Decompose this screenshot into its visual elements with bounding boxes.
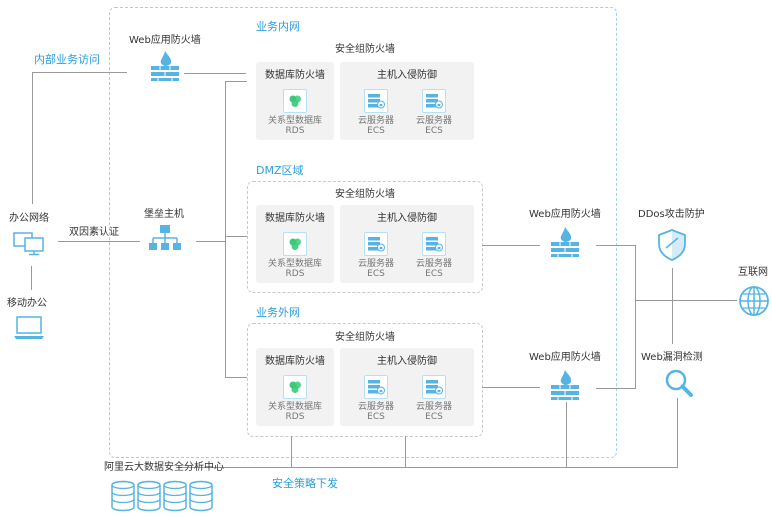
office-network-label: 办公网络	[9, 213, 49, 224]
bastion-host-label: 堡垒主机	[144, 209, 184, 220]
ecs-label-extranet-2: 云服务器	[415, 402, 452, 412]
connector-waf-sg	[184, 73, 246, 74]
waf-extranet-label: Web应用防火墙	[529, 352, 601, 363]
connector-drop-1	[291, 436, 292, 467]
connector-right-vertical	[635, 245, 636, 389]
hids-label-dmz: 主机入侵防御	[377, 213, 437, 224]
ecs-abbr-dmz-1: ECS	[367, 269, 385, 279]
db-fw-label-dmz: 数据库防火墙	[265, 213, 325, 224]
mobile-office-label: 移动办公	[7, 298, 47, 309]
rds-label-extranet: 关系型数据库	[267, 402, 322, 412]
hids-panel-dmz	[340, 205, 474, 283]
internal-access-label: 内部业务访问	[34, 53, 100, 66]
rds-label-intranet: 关系型数据库	[267, 116, 322, 126]
magnifier-icon	[664, 368, 694, 398]
ecs-icon-dmz-2	[422, 232, 446, 256]
bastion-host-icon	[148, 224, 182, 254]
db-fw-label-intranet: 数据库防火墙	[265, 70, 325, 81]
connector-office-bastion	[58, 241, 140, 242]
hids-panel-intranet	[340, 62, 474, 140]
laptop-icon	[13, 315, 45, 341]
ecs-icon-intranet-2	[422, 89, 446, 113]
connector-drop-3	[566, 402, 567, 467]
connector-ext-waf	[482, 387, 540, 388]
rds-abbr-dmz: RDS	[285, 269, 305, 279]
zone-title-extranet: 业务外网	[256, 306, 300, 319]
waf-dmz-label: Web应用防火墙	[529, 209, 601, 220]
ecs-abbr-extranet-1: ECS	[367, 412, 385, 422]
connector-vuln-bottom	[677, 398, 678, 468]
connector-bus-extranet	[225, 377, 247, 378]
sg-intranet-label: 安全组防火墙	[335, 44, 395, 55]
zone-title-intranet: 业务内网	[256, 20, 300, 33]
hids-panel-extranet	[340, 348, 474, 426]
ddos-label: DDos攻击防护	[638, 209, 705, 220]
ecs-label-dmz-2: 云服务器	[415, 259, 452, 269]
firewall-icon-dmz	[550, 226, 580, 258]
ecs-label-extranet-1: 云服务器	[357, 402, 394, 412]
connector-bastion-bus	[196, 241, 226, 242]
firewall-icon-extranet	[550, 369, 580, 401]
ecs-label-intranet-1: 云服务器	[357, 116, 394, 126]
extranet-zone	[247, 323, 483, 437]
waf-intranet-label: Web应用防火墙	[129, 35, 201, 46]
rds-icon-dmz	[283, 232, 307, 256]
rds-abbr-extranet: RDS	[285, 412, 305, 422]
cloud-zone	[109, 7, 617, 458]
shield-icon	[656, 228, 688, 262]
office-network-icon	[13, 230, 45, 256]
hids-label-intranet: 主机入侵防御	[377, 70, 437, 81]
ecs-abbr-extranet-2: ECS	[425, 412, 443, 422]
rds-icon-intranet	[283, 89, 307, 113]
sg-extranet-label: 安全组防火墙	[335, 332, 395, 343]
firewall-icon-intranet	[150, 50, 180, 82]
connector-waf-vuln	[596, 388, 636, 389]
ecs-abbr-intranet-1: ECS	[367, 126, 385, 136]
connector-internal-access	[32, 72, 33, 204]
rds-label-dmz: 关系型数据库	[267, 259, 322, 269]
connector-bus-dmz	[225, 236, 247, 237]
policy-label: 安全策略下发	[272, 477, 338, 490]
two-factor-label: 双因素认证	[69, 227, 119, 238]
ecs-icon-extranet-2	[422, 375, 446, 399]
ecs-icon-intranet-1	[364, 89, 388, 113]
ecs-label-dmz-1: 云服务器	[357, 259, 394, 269]
analysis-center-label: 阿里云大数据安全分析中心	[104, 462, 224, 473]
ecs-abbr-intranet-2: ECS	[425, 126, 443, 136]
connector-to-internet	[635, 300, 737, 301]
zone-title-dmz: DMZ区域	[256, 164, 304, 177]
ecs-abbr-dmz-2: ECS	[425, 269, 443, 279]
vuln-scan-label: Web漏洞检测	[641, 352, 703, 363]
connector-dmz-waf	[482, 245, 540, 246]
ecs-label-intranet-2: 云服务器	[415, 116, 452, 126]
ecs-icon-dmz-1	[364, 232, 388, 256]
connector-office-mobile	[31, 266, 32, 290]
connector-bus-vertical	[225, 81, 226, 377]
connector-internal-access-h	[32, 72, 127, 73]
db-fw-label-extranet: 数据库防火墙	[265, 356, 325, 367]
connector-bottom-bus	[178, 467, 678, 468]
globe-icon	[738, 285, 770, 317]
rds-icon-extranet	[283, 375, 307, 399]
connector-waf-ddos	[596, 245, 636, 246]
connector-bus-top	[225, 81, 247, 82]
internet-label: 互联网	[738, 267, 768, 278]
database-cluster-icon	[110, 480, 216, 512]
sg-dmz-label: 安全组防火墙	[335, 189, 395, 200]
connector-ddos-vuln	[672, 268, 673, 344]
rds-abbr-intranet: RDS	[285, 126, 305, 136]
connector-drop-2	[405, 436, 406, 467]
dmz-zone	[247, 181, 483, 293]
hids-label-extranet: 主机入侵防御	[377, 356, 437, 367]
ecs-icon-extranet-1	[364, 375, 388, 399]
